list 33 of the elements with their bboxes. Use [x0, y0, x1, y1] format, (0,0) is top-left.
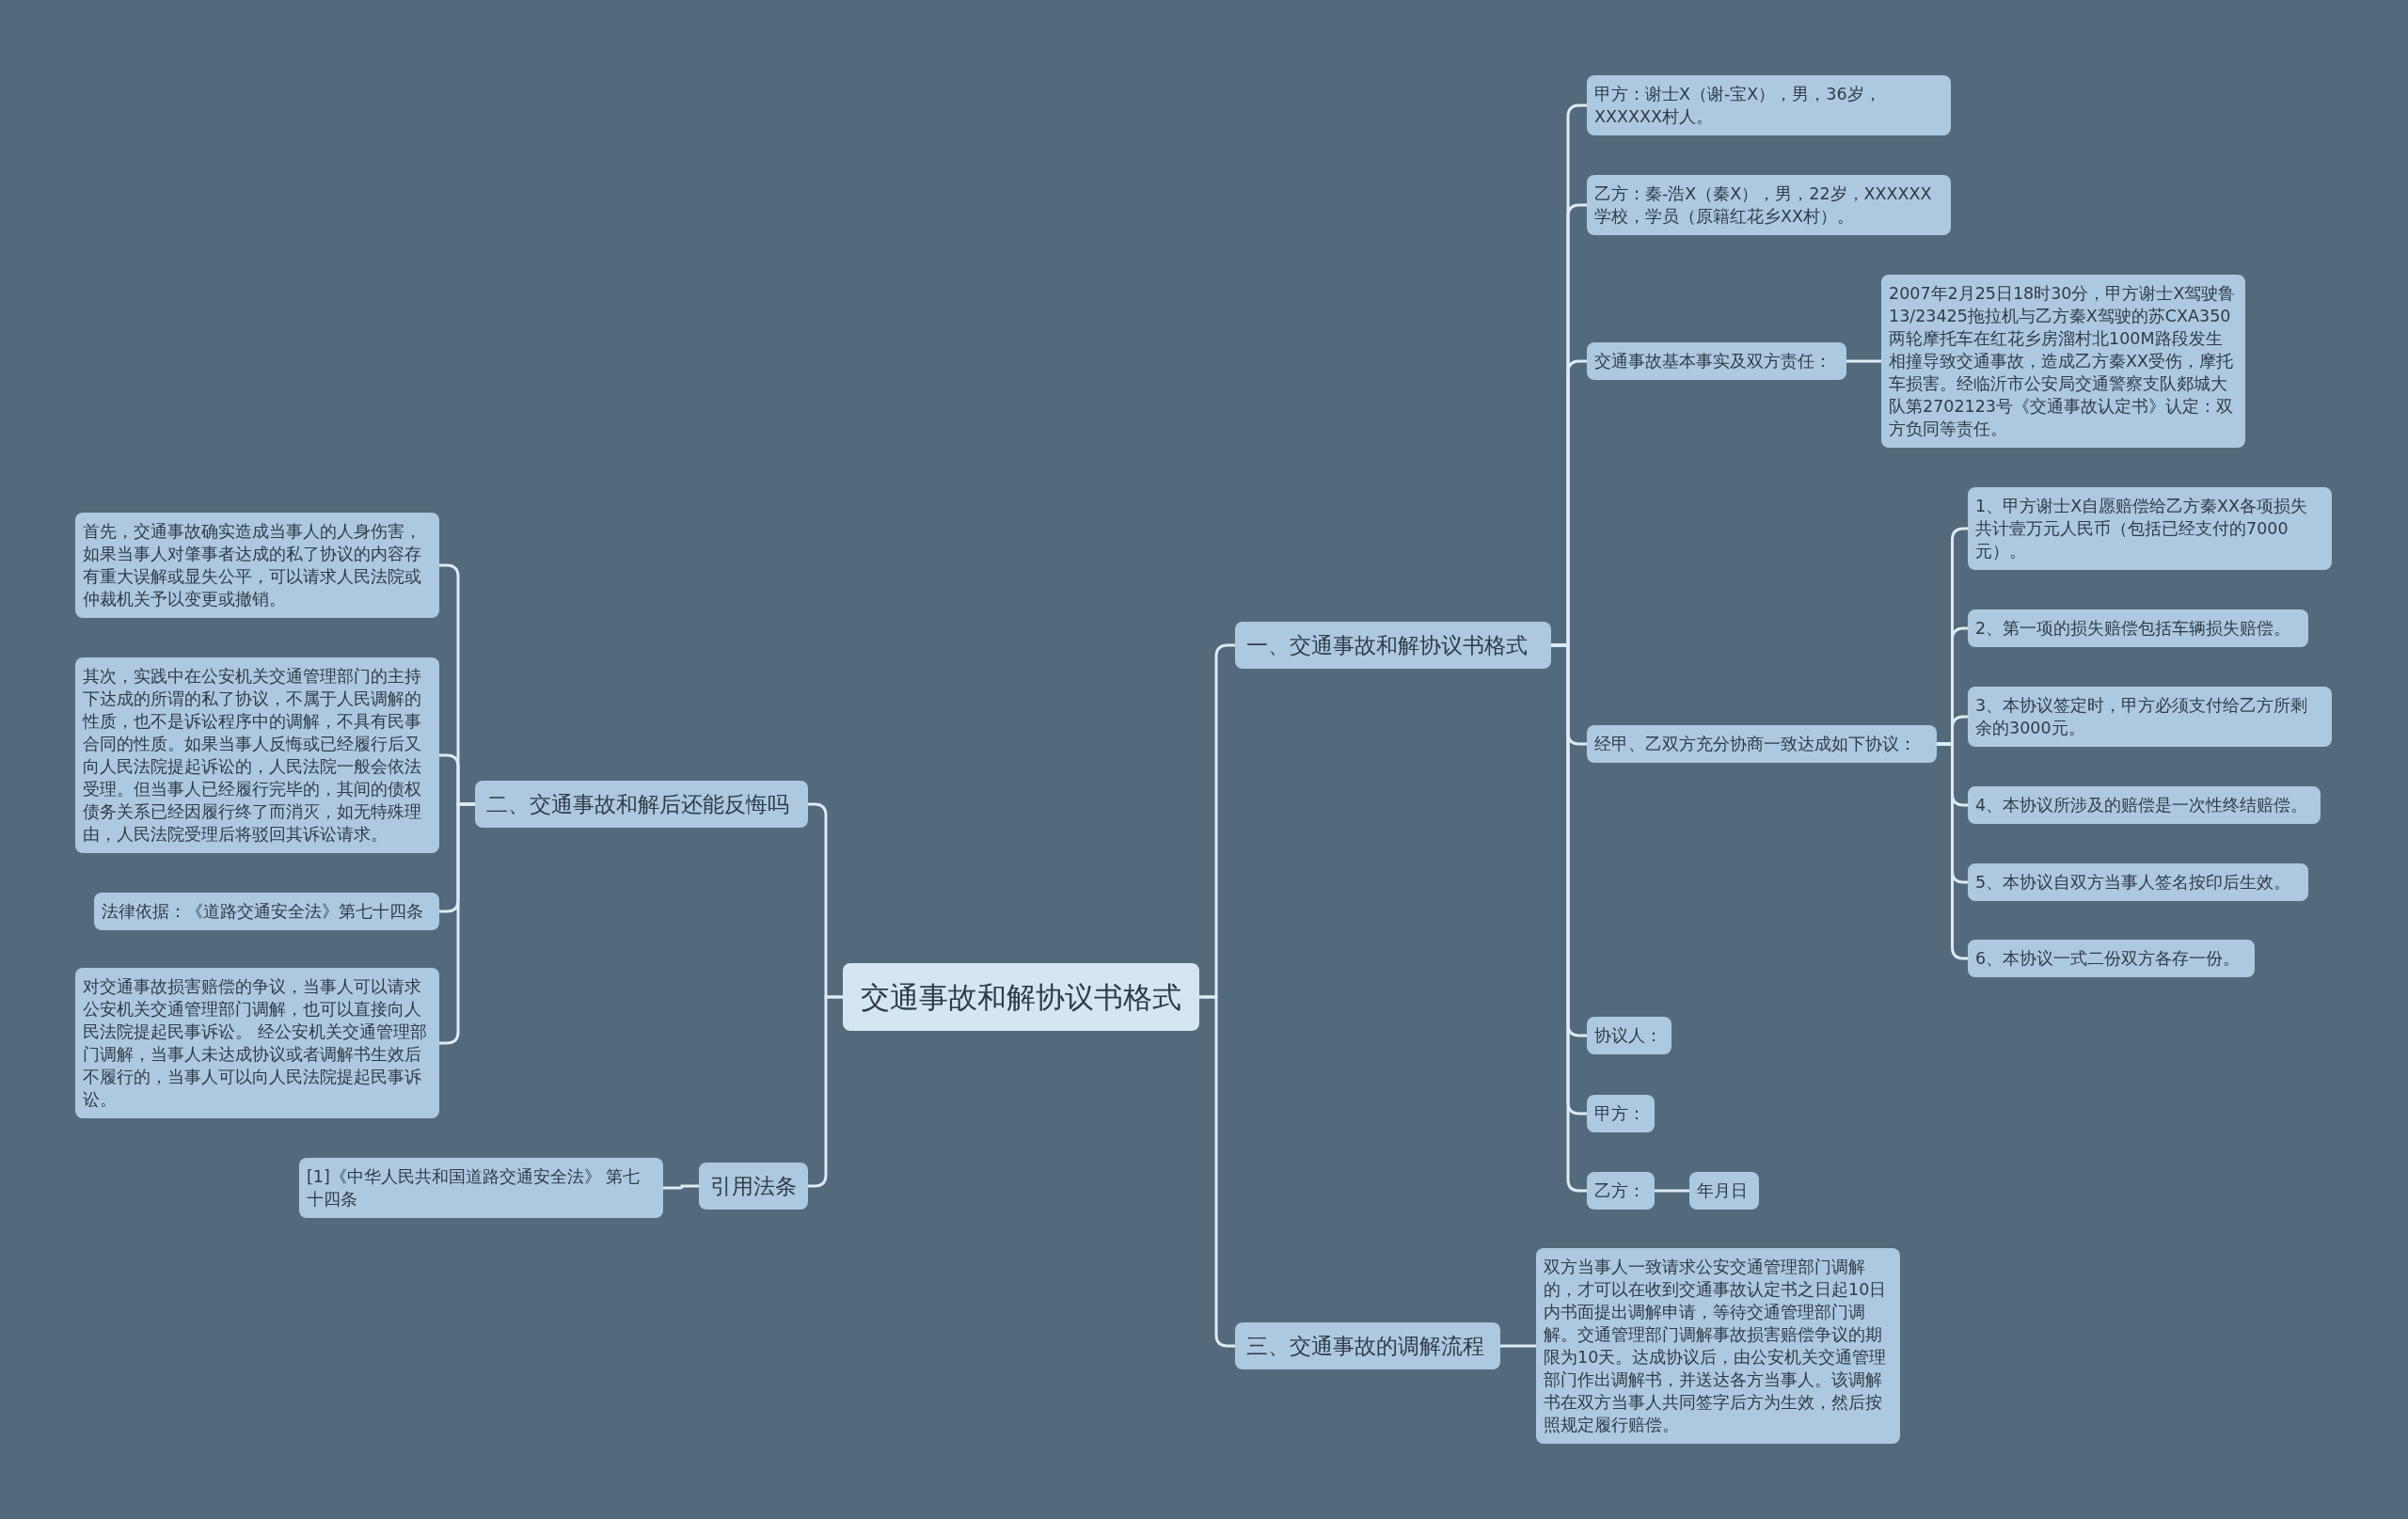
- connector-line: [1655, 1189, 1689, 1193]
- topic-box: 首先，交通事故确实造成当事人的人身伤害，如果当事人对肇事者达成的私了协议的内容存有重大误解或显失公平，可以请求人民法院或仲裁机关予以变更或撤销。: [75, 513, 439, 618]
- connector-line: [663, 1184, 699, 1190]
- topic-box: 2007年2月25日18时30分，甲方谢士X驾驶鲁13/23425拖拉机与乙方秦X驾驶的苏CXA350两轮摩托车在红花乡房溜村北100M路段发生相撞导致交通事故，造成乙方秦XX受伤，摩托车损害。经临沂市公安局交通警察支队郯城大队第2702123号《交通事故认定书》认定：双方负同等责任。: [1881, 275, 2245, 448]
- topic-box: 甲方：: [1587, 1095, 1655, 1132]
- branch-topic-box: 一、交通事故和解协议书格式: [1235, 622, 1551, 669]
- topic-box: 其次，实践中在公安机关交通管理部门的主持下达成的所谓的私了协议，不属于人民调解的性质，也不是诉讼程序中的调解，不具有民事合同的性质。如果当事人反悔或已经履行后又向人民法院提起诉讼的，人民法院一般会依法受理。但当事人已经履行完毕的，其间的债权债务关系已经因履行终了而消灭，如无特殊理由，人民法院受理后将驳回其诉讼请求。: [75, 657, 439, 853]
- topic-box: 5、本协议自双方当事人签名按印后生效。: [1968, 863, 2308, 901]
- branch-topic-box: 二、交通事故和解后还能反悔吗: [475, 781, 808, 828]
- connector-line: [808, 995, 843, 1188]
- branch-topic-box: 三、交通事故的调解流程: [1235, 1322, 1500, 1369]
- connector-line: [439, 802, 475, 1045]
- topic-box: 法律依据：《道路交通安全法》第七十四条: [94, 893, 439, 930]
- topic-box: 经甲、乙双方充分协商一致达成如下协议：: [1587, 725, 1937, 763]
- branch-topic-box: 引用法条: [699, 1163, 808, 1210]
- topic-box: [1]《中华人民共和国道路交通安全法》 第七十四条: [299, 1158, 663, 1218]
- topic-box: 年月日: [1689, 1172, 1759, 1210]
- topic-box: 6、本协议一式二份双方各存一份。: [1968, 940, 2255, 977]
- topic-box: 3、本协议签定时，甲方必须支付给乙方所剩余的3000元。: [1968, 687, 2332, 747]
- connector-line: [1500, 1344, 1536, 1348]
- topic-box: 乙方：秦-浩X（秦X），男，22岁，XXXXXX学校，学员（原籍红花乡XX村）。: [1587, 175, 1951, 235]
- topic-box: 双方当事人一致请求公安交通管理部门调解的，才可以在收到交通事故认定书之日起10日内书面提出调解申请，等待交通管理部门调解。交通管理部门调解事故损害赔偿争议的期限为10天。达成协议后，由公安机关交通管理部门作出调解书，并送达各方当事人。该调解书在双方当事人共同签字后方为生效，然后按照规定履行赔偿。: [1536, 1248, 1900, 1444]
- topic-box: 4、本协议所涉及的赔偿是一次性终结赔偿。: [1968, 786, 2321, 824]
- connector-line: [1846, 359, 1881, 363]
- topic-box: 1、甲方谢士X自愿赔偿给乙方秦XX各项损失共计壹万元人民币（包括已经支付的7000元）。: [1968, 487, 2332, 570]
- topic-box: 甲方：谢士X（谢-宝X），男，36岁，XXXXXX村人。: [1587, 75, 1951, 135]
- topic-box: 2、第一项的损失赔偿包括车辆损失赔偿。: [1968, 609, 2308, 647]
- topic-box: 协议人：: [1587, 1017, 1671, 1054]
- topic-box: 乙方：: [1587, 1172, 1655, 1210]
- topic-box: 交通事故基本事实及双方责任：: [1587, 342, 1846, 380]
- connector-line: [1199, 995, 1235, 1348]
- central-topic-box: 交通事故和解协议书格式: [843, 963, 1199, 1031]
- topic-box: 对交通事故损害赔偿的争议，当事人可以请求公安机关交通管理部门调解，也可以直接向人民法院提起民事诉讼。 经公安机关交通管理部门调解，当事人未达成协议或者调解书生效后不履行的，当事人可以向人民法院提起民事诉讼。: [75, 968, 439, 1118]
